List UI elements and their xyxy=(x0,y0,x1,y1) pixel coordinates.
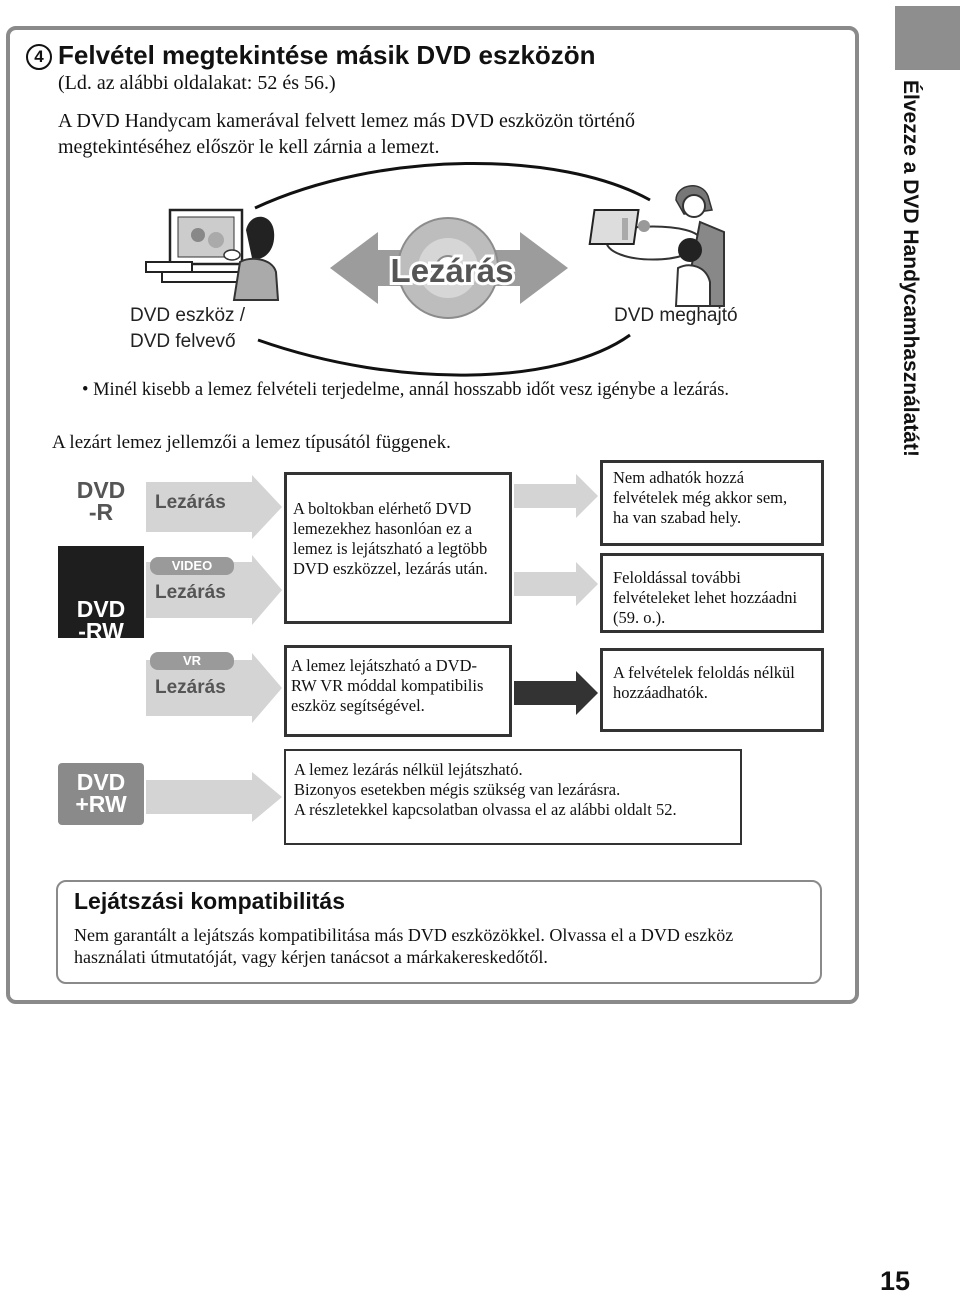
lower-arc xyxy=(257,333,631,377)
box-add-line: hozzáadhatók. xyxy=(613,683,708,702)
box-no-add-line: ha van szabad hely. xyxy=(613,508,742,527)
side-tab-marker xyxy=(895,6,960,70)
disc-type-dvd-r: DVD -R xyxy=(58,479,144,529)
plate-arrow-dvd-r xyxy=(146,475,282,539)
disc-dvd-r-line2: -R xyxy=(88,499,114,525)
plate-arrow-vr xyxy=(146,653,282,723)
box-compat-line: DVD eszközzel, lezárás után. xyxy=(293,559,488,578)
plate-label-dvd-r: Lezárás xyxy=(155,492,226,513)
box-no-add: Nem adhatók hozzá felvételek még akkor s… xyxy=(600,460,824,546)
box-unlock-line: Feloldással további xyxy=(613,568,741,587)
finalize-label: Lezárás xyxy=(391,252,514,289)
section-title: Felvétel megtekintése másik DVD eszközön xyxy=(58,40,596,70)
box-compat-line: A boltokban elérhető DVD xyxy=(293,499,472,518)
computer-viewers-illustration xyxy=(588,185,725,307)
plate-arrow-plus-rw xyxy=(146,772,282,822)
bullet-note: • Minél kisebb a lemez felvételi terjede… xyxy=(82,380,730,400)
box-vr-line: RW VR móddal kompatibilis xyxy=(291,676,484,695)
label-dvd-device: DVD eszköz / xyxy=(130,305,246,326)
box-no-add-line: Nem adhatók hozzá xyxy=(613,468,745,487)
flow-arrows xyxy=(146,474,598,822)
page-number: 15 xyxy=(880,1266,911,1296)
finalize-double-arrow xyxy=(330,217,568,319)
plate-label-vr: Lezárás xyxy=(155,677,226,698)
disc-dvd-plus-rw-line2: +RW xyxy=(75,791,127,817)
disc-dvd-rw-line2: -RW xyxy=(78,618,124,644)
bullet-note-text: Minél kisebb a lemez felvételi terjedelm… xyxy=(93,380,730,400)
box-plus-rw: A lemez lezárás nélkül lejátszható. Bizo… xyxy=(284,749,742,845)
connector-arrow-no-add xyxy=(514,474,598,518)
box-vr-playback: A lemez lejátszható a DVD- RW VR móddal … xyxy=(284,645,512,737)
label-dvd-drive: DVD meghajtó xyxy=(614,305,738,326)
box-vr-line: eszköz segítségével. xyxy=(291,696,425,715)
box-unlock-line: (59. o.). xyxy=(613,608,666,627)
connector-arrow-add-rw xyxy=(514,671,598,715)
box-plus-rw-line: A részletekkel kapcsolatban olvassa el a… xyxy=(294,800,677,819)
box-compatibility: A boltokban elérhető DVD lemezekhez haso… xyxy=(284,472,512,624)
box-plus-rw-line: A lemez lezárás nélkül lejátszható. xyxy=(294,760,523,779)
connector-arrow-unlock xyxy=(514,562,598,606)
plate-label-video: Lezárás xyxy=(155,582,226,603)
disc-type-dvd-rw: DVD -RW xyxy=(58,546,144,643)
page-reference: (Ld. az alábbi oldalakat: 52 és 56.) xyxy=(58,72,336,94)
compatibility-text-1: Nem garantált a lejátszás kompatibilitás… xyxy=(74,925,734,945)
tag-vr: VR xyxy=(150,652,234,670)
side-tab-label: Élvezze a DVD Handycamhasználatát! xyxy=(899,80,922,457)
box-compat-line: lemez is lejátszható a legtöbb xyxy=(293,539,488,558)
step-number-badge: 4 xyxy=(26,44,52,70)
box-compat-line: lemezekhez hasonlóan ez a xyxy=(293,519,473,538)
compatibility-title: Lejátszási kompatibilitás xyxy=(74,888,345,914)
intro-line-1: A DVD Handycam kamerával felvett lemez m… xyxy=(58,110,636,132)
upper-arc xyxy=(254,161,651,210)
box-vr-line: A lemez lejátszható a DVD- xyxy=(291,656,478,675)
label-dvd-recorder: DVD felvevő xyxy=(130,331,236,352)
tag-video: VIDEO xyxy=(150,557,234,575)
box-add-line: A felvételek feloldás nélkül xyxy=(613,663,795,682)
compatibility-text-2: használati útmutatóját, vagy kérjen taná… xyxy=(74,947,548,967)
box-no-add-line: felvételek még akkor sem, xyxy=(613,488,788,507)
box-unlock: Feloldással további felvételeket lehet h… xyxy=(600,553,824,633)
finalize-illustration: Lezárás xyxy=(145,161,725,377)
box-plus-rw-line: Bizonyos esetekben mégis szükség van lez… xyxy=(294,780,621,799)
box-add-without-unlock: A felvételek feloldás nélkül hozzáadható… xyxy=(600,648,824,732)
disc-dvd-r-line1: DVD xyxy=(76,477,126,503)
box-unlock-line: felvételeket lehet hozzáadni xyxy=(613,588,798,607)
disc-dvd-rw-line1: DVD xyxy=(76,596,126,622)
features-intro: A lezárt lemez jellemzői a lemez típusát… xyxy=(52,432,451,453)
disc-dvd-plus-rw-line1: DVD xyxy=(76,769,126,795)
disc-type-dvd-plus-rw: DVD +RW xyxy=(58,763,144,825)
tv-viewer-illustration xyxy=(145,208,280,301)
compatibility-box xyxy=(56,880,822,984)
intro-line-2: megtekintéséhez először le kell zárnia a… xyxy=(58,136,440,158)
